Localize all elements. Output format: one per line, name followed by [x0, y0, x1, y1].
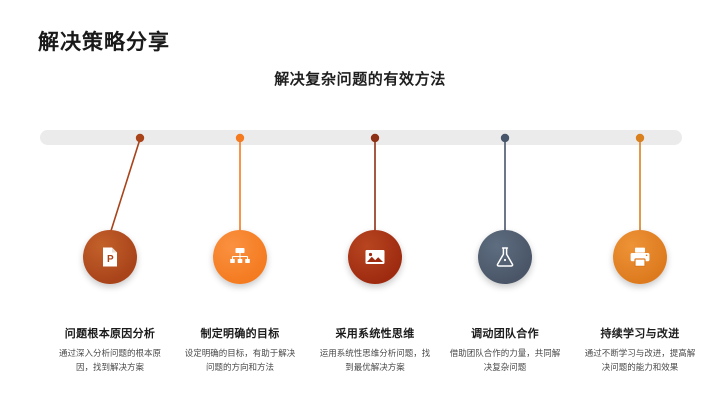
page-subtitle: 解决复杂问题的有效方法: [274, 71, 446, 88]
node-3-heading: 采用系统性思维: [335, 328, 415, 340]
timeline-node-1[interactable]: P 问题根本原因分析 通过深入分析问题的根本原因，找到解决方案: [41, 230, 179, 375]
timeline-node-4[interactable]: 调动团队合作 借助团队合作的力量，共同解决复杂问题: [436, 230, 574, 375]
node-4-description: 借助团队合作的力量，共同解决复杂问题: [449, 348, 561, 373]
node-1-description: 通过深入分析问题的根本原因，找到解决方案: [58, 348, 161, 373]
node-1-heading: 问题根本原因分析: [64, 328, 156, 340]
connector-1: [109, 133, 145, 235]
node-2-circle[interactable]: [213, 230, 267, 284]
org-chart-icon: [228, 245, 252, 269]
image-picture-icon: [363, 245, 387, 269]
timeline-node-2[interactable]: 制定明确的目标 设定明确的目标，有助于解决问题的方向和方法: [171, 230, 309, 375]
printer-icon: [628, 245, 652, 269]
connector-3: [370, 133, 380, 234]
node-5-circle[interactable]: [613, 230, 667, 284]
node-2-description: 设定明确的目标，有助于解决问题的方向和方法: [184, 348, 296, 373]
lab-flask-icon: [493, 245, 517, 269]
node-4-heading: 调动团队合作: [471, 328, 539, 340]
timeline-bar: [40, 130, 682, 145]
connector-2: [235, 133, 245, 234]
node-3-description: 运用系统性思维分析问题，找到最优解决方案: [319, 348, 431, 373]
node-5-heading: 持续学习与改进: [600, 328, 680, 340]
page-title: 解决策略分享: [38, 31, 170, 54]
connector-4: [500, 133, 510, 234]
connector-5: [635, 133, 645, 234]
svg-text:P: P: [107, 254, 114, 265]
timeline-node-5[interactable]: 持续学习与改进 通过不断学习与改进，提高解决问题的能力和效果: [571, 230, 709, 375]
node-2-heading: 制定明确的目标: [200, 328, 280, 340]
powerpoint-file-icon: P: [98, 245, 122, 269]
node-3-circle[interactable]: [348, 230, 402, 284]
node-4-circle[interactable]: [478, 230, 532, 284]
timeline-node-3[interactable]: 采用系统性思维 运用系统性思维分析问题，找到最优解决方案: [306, 230, 444, 375]
node-5-description: 通过不断学习与改进，提高解决问题的能力和效果: [584, 348, 696, 373]
node-1-circle[interactable]: P: [83, 230, 137, 284]
